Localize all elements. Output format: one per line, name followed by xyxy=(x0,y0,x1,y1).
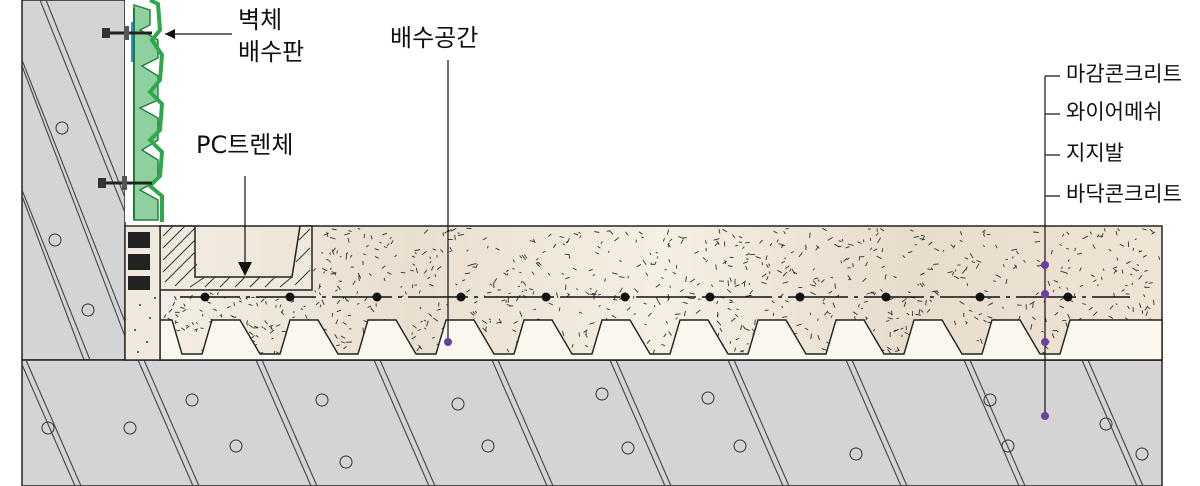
drainage-space xyxy=(159,319,1163,361)
label-drain-space: 배수공간 xyxy=(390,24,479,52)
label-support-bar: 지지발 xyxy=(1066,141,1124,165)
base-ground xyxy=(21,359,1163,486)
anchor-bolt-icon xyxy=(98,176,152,190)
callout-leaders xyxy=(165,29,1060,416)
label-floor-concrete: 바닥콘크리트 xyxy=(1066,182,1182,206)
wall-drain-board xyxy=(98,0,165,222)
anchor-bolt-icon xyxy=(102,26,152,40)
label-finish-concrete: 마감콘크리트 xyxy=(1066,62,1182,86)
label-pc-trench: PC트렌체 xyxy=(196,131,294,159)
wire-mesh xyxy=(180,292,1130,302)
label-wall-drain-board-line2: 배수판 xyxy=(238,38,305,66)
callout-dots xyxy=(444,261,1049,420)
edge-block xyxy=(124,225,161,361)
label-wire-mesh: 와이어메쉬 xyxy=(1066,100,1163,124)
retaining-wall xyxy=(21,0,126,361)
label-wall-drain-board-line1: 벽체 xyxy=(238,6,283,34)
pc-trench xyxy=(159,225,313,291)
